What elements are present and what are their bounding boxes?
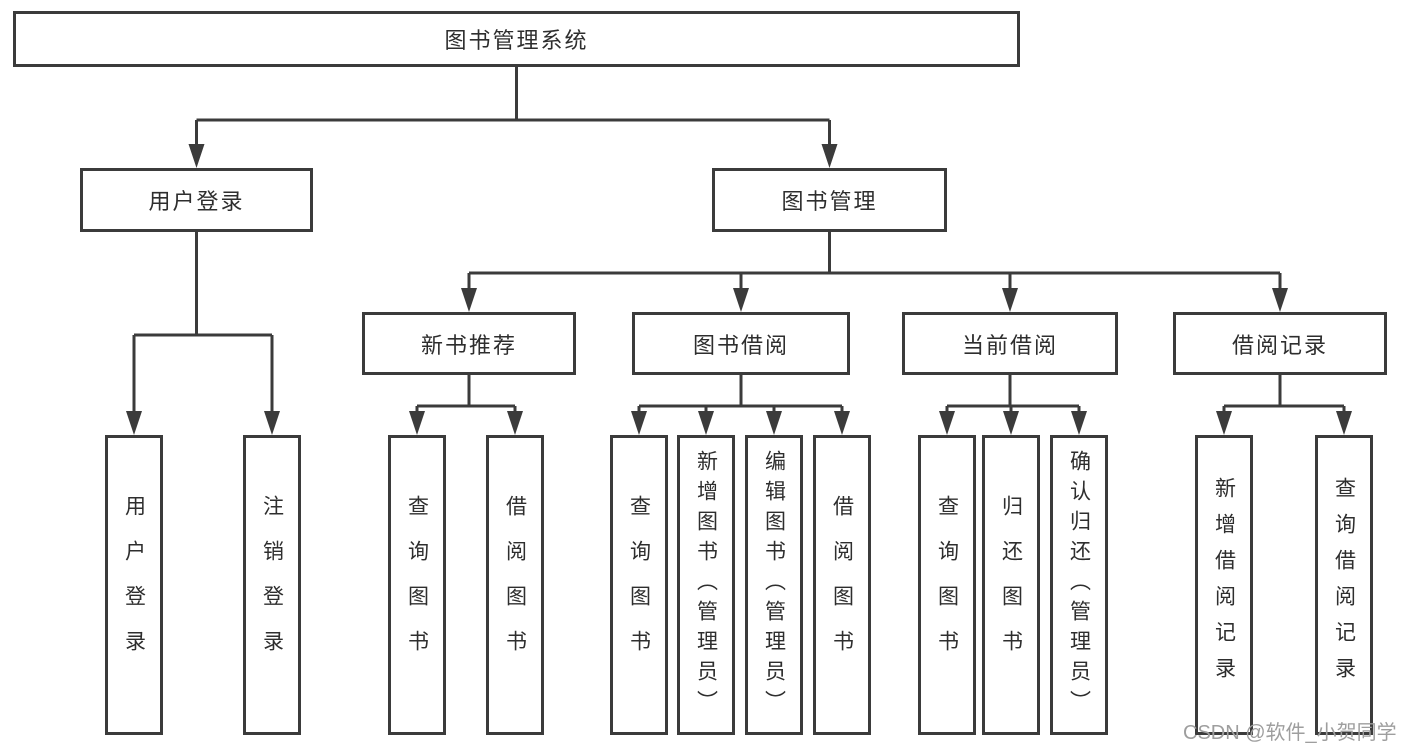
leaf-query-books-borrow: 查询图书 — [610, 435, 668, 735]
leaf-query-books-current: 查询图书 — [918, 435, 976, 735]
leaf-label: 用户登录 — [122, 495, 146, 675]
leaf-query-borrow-record: 查询借阅记录 — [1315, 435, 1373, 735]
leaf-label: 编辑图书（管理员） — [762, 450, 786, 720]
leaf-label: 确认归还（管理员） — [1067, 450, 1091, 720]
leaf-label: 查询图书 — [405, 495, 429, 675]
node-new-book-recommend: 新书推荐 — [362, 312, 576, 375]
leaf-label: 查询图书 — [627, 495, 651, 675]
leaf-label: 查询图书 — [935, 495, 959, 675]
leaf-borrow-books: 借阅图书 — [813, 435, 871, 735]
node-borrow-records: 借阅记录 — [1173, 312, 1387, 375]
node-user-login: 用户登录 — [80, 168, 313, 232]
leaf-confirm-return-admin: 确认归还（管理员） — [1050, 435, 1108, 735]
leaf-label: 注销登录 — [260, 495, 284, 675]
leaf-edit-books-admin: 编辑图书（管理员） — [745, 435, 803, 735]
leaf-add-borrow-record: 新增借阅记录 — [1195, 435, 1253, 735]
leaf-label: 查询借阅记录 — [1332, 477, 1356, 693]
node-root: 图书管理系统 — [13, 11, 1020, 67]
leaf-borrow-books-recommend: 借阅图书 — [486, 435, 544, 735]
leaf-label: 新增借阅记录 — [1212, 477, 1236, 693]
leaf-logout: 注销登录 — [243, 435, 301, 735]
leaf-label: 新增图书（管理员） — [694, 450, 718, 720]
csdn-watermark: CSDN @软件_小贺同学 — [1183, 722, 1397, 744]
node-book-management: 图书管理 — [712, 168, 947, 232]
node-book-borrow: 图书借阅 — [632, 312, 850, 375]
leaf-label: 借阅图书 — [503, 495, 527, 675]
leaf-label: 归还图书 — [999, 495, 1023, 675]
leaf-label: 借阅图书 — [830, 495, 854, 675]
node-current-borrow: 当前借阅 — [902, 312, 1118, 375]
leaf-user-login: 用户登录 — [105, 435, 163, 735]
leaf-add-books-admin: 新增图书（管理员） — [677, 435, 735, 735]
leaf-query-books-recommend: 查询图书 — [388, 435, 446, 735]
leaf-return-books: 归还图书 — [982, 435, 1040, 735]
